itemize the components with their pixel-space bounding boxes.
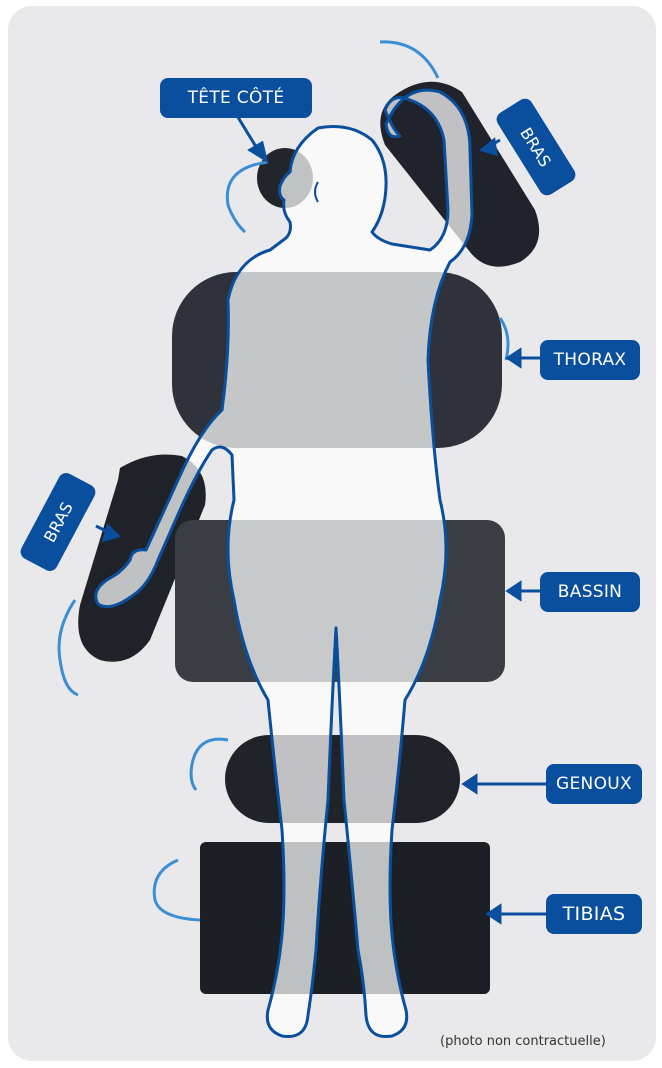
label-genoux: GENOUX bbox=[546, 764, 642, 804]
tube-genoux bbox=[191, 739, 228, 790]
tube-arm-lower bbox=[59, 600, 78, 695]
tube-arm-upper bbox=[380, 42, 438, 78]
arrowhead-tete bbox=[250, 143, 266, 160]
caption: (photo non contractuelle) bbox=[440, 1034, 606, 1049]
label-bassin: BASSIN bbox=[540, 572, 640, 612]
arrowhead-thorax bbox=[508, 350, 520, 366]
label-thorax: THORAX bbox=[540, 340, 640, 380]
arrow-tete bbox=[236, 114, 258, 150]
label-tibias: TIBIAS bbox=[546, 894, 642, 934]
tube-tibias bbox=[154, 860, 200, 920]
arrowhead-bassin bbox=[508, 583, 520, 599]
cushion-tibias bbox=[200, 842, 490, 994]
arrowhead-genoux bbox=[464, 776, 476, 792]
label-tete-cote: TÊTE CÔTÉ bbox=[160, 78, 312, 118]
